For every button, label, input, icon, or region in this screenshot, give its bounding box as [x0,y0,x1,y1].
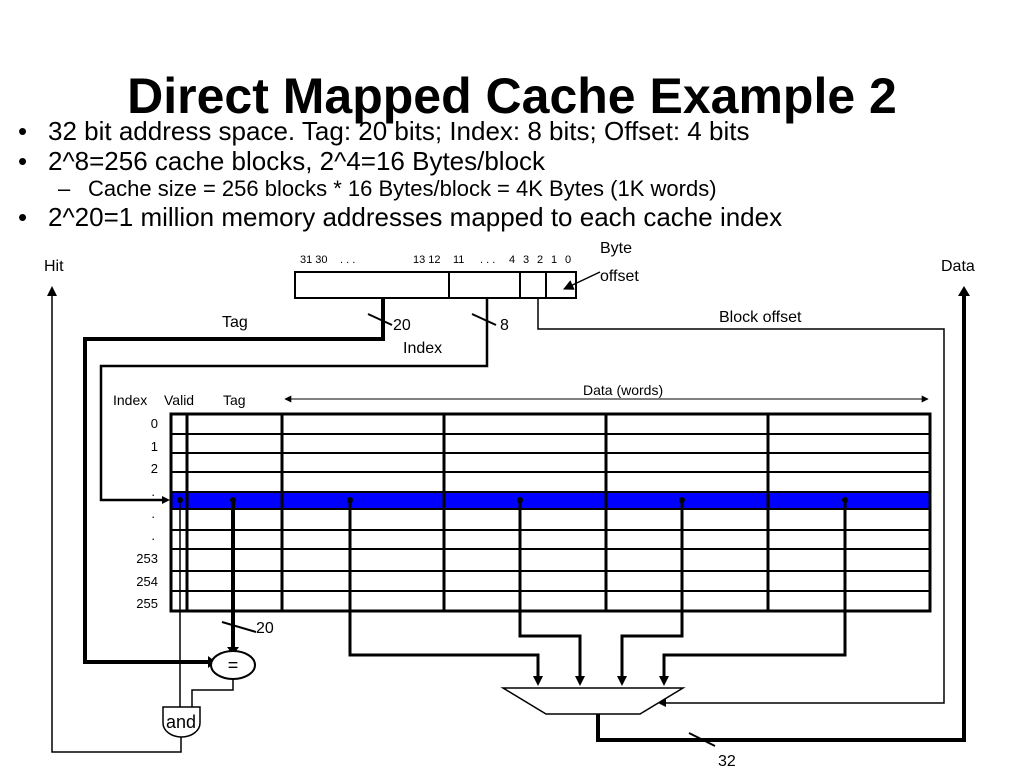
row-label: 0 [151,416,158,431]
output-width-label: 32 [718,753,736,768]
bullet-dot: • [18,116,28,146]
row-dot: . [151,506,155,521]
index-width-slash [471,313,497,326]
bullet-text: 2^20=1 million memory addresses mapped t… [48,202,783,232]
row-dot: . [151,528,155,543]
and-gate-label: and [166,712,196,732]
bullet-dot: • [18,202,28,232]
page-title: Direct Mapped Cache Example 2 [127,68,897,124]
address-bit-label: 2 [537,254,543,266]
row-label: 255 [136,596,158,611]
tag-bus [83,298,385,664]
address-bit-label: . . . [480,254,495,266]
address-register [294,271,577,299]
data-output-bus [596,292,966,742]
hit-wire [51,292,182,753]
column-header-tag: Tag [223,392,246,408]
row-label: 2 [151,461,158,476]
address-bit-label: 31 30 [300,254,328,266]
compare-width-label: 20 [256,620,274,637]
index-width-label: 8 [500,317,509,334]
selected-row-highlight [171,492,930,509]
byte-offset-label: Byte [600,240,632,257]
address-bit-label: 0 [565,254,571,266]
comparator-symbol: = [228,655,239,675]
cache-table-border [169,412,932,613]
block-offset-label: Block offset [719,309,802,326]
index-bus-arrowhead [162,496,170,504]
and-gate [162,706,201,738]
data-output-arrowhead [958,286,970,296]
sub-bullet-item: –Cache size = 256 blocks * 16 Bytes/bloc… [18,176,1008,202]
block-offset-arrowhead [658,699,666,707]
sub-bullet-dash: – [58,176,71,201]
address-bit-label: 3 [523,254,529,266]
index-bus [99,298,489,502]
address-bit-label: 13 12 [413,254,441,266]
hit-label: Hit [44,258,64,275]
compare-width-slash [221,621,257,633]
address-bit-label: 1 [551,254,557,266]
data-label: Data [941,258,975,275]
index-label: Index [403,340,442,357]
address-bit-label: 4 [509,254,515,266]
row-dot: . [151,484,155,499]
multiplexer [500,687,686,715]
compare-to-and-wire [191,679,234,707]
cache-table [169,412,932,613]
hit-arrowhead [47,286,57,296]
tag-width-label: 20 [393,317,411,334]
bullet-text: 32 bit address space. Tag: 20 bits; Inde… [48,116,750,146]
column-header-valid: Valid [164,392,194,408]
bullet-item: • 2^8=256 cache blocks, 2^4=16 Bytes/bloc… [18,146,1008,176]
block-offset-wire [537,298,945,704]
output-width-slash [688,732,716,747]
tag-label: Tag [222,314,248,331]
data-words-label: Data (words) [583,382,663,398]
bullet-item: • 2^20=1 million memory addresses mapped … [18,202,1008,232]
byte-offset-label: offset [600,268,639,285]
byte-offset-arrow [563,271,601,290]
column-header-index: Index [113,392,147,408]
sub-bullet-text: Cache size = 256 blocks * 16 Bytes/block… [88,176,717,201]
row-label: 254 [136,574,158,589]
bullet-dot: • [18,146,28,176]
address-bit-label: 11 [453,254,464,266]
bullet-item: • 32 bit address space. Tag: 20 bits; Ind… [18,116,1008,146]
tag-width-slash [367,313,393,326]
bullet-list: • 32 bit address space. Tag: 20 bits; Ind… [18,116,1008,232]
row-label: 253 [136,551,158,566]
row-label: 1 [151,439,158,454]
address-bit-label: . . . [340,254,355,266]
bullet-text: 2^8=256 cache blocks, 2^4=16 Bytes/block [48,146,546,176]
